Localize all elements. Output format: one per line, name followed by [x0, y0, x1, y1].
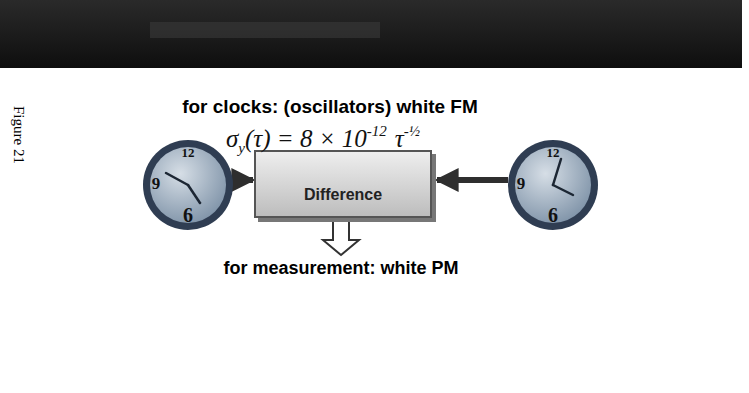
clock-rim: [508, 140, 598, 230]
clock-numeral: 6: [183, 205, 193, 225]
clock-hand: [188, 185, 200, 203]
clock-face: 12 9 6: [506, 138, 600, 232]
measurement-note: for measurement: white PM: [223, 258, 458, 279]
clock-rim: [143, 140, 233, 230]
header-band: [0, 0, 742, 68]
clock-numeral: 9: [152, 175, 161, 192]
formula-part: σ: [226, 125, 238, 152]
clock-numeral: 9: [517, 175, 526, 192]
clock-face: 12 9 6: [141, 138, 235, 232]
formula-part: -½: [404, 123, 420, 139]
flow-arrow: [437, 177, 508, 183]
flow-arrow: [233, 177, 253, 183]
clock-hand: [553, 159, 561, 185]
process-box: Difference: [254, 150, 432, 218]
clock-numeral: 12: [547, 146, 560, 159]
clock-hand: [553, 185, 573, 195]
header-band-smudge: [150, 22, 380, 38]
formula-part: y: [238, 140, 245, 156]
formula-part: (τ) = 8 × 10: [245, 125, 367, 152]
heading-note: for clocks: (oscillators) white FM: [182, 96, 478, 118]
formula-part: -12: [367, 123, 387, 139]
clock-numeral: 12: [182, 146, 195, 159]
down-hollow-arrow: [323, 221, 359, 255]
formula: σy(τ) = 8 × 10-12 τ-½: [226, 124, 420, 156]
clock-numeral: 6: [548, 205, 558, 225]
formula-part: τ: [395, 125, 404, 152]
figure-number: Figure 21: [10, 106, 27, 164]
clock-hand: [166, 173, 188, 185]
box-label: Difference: [304, 186, 382, 204]
